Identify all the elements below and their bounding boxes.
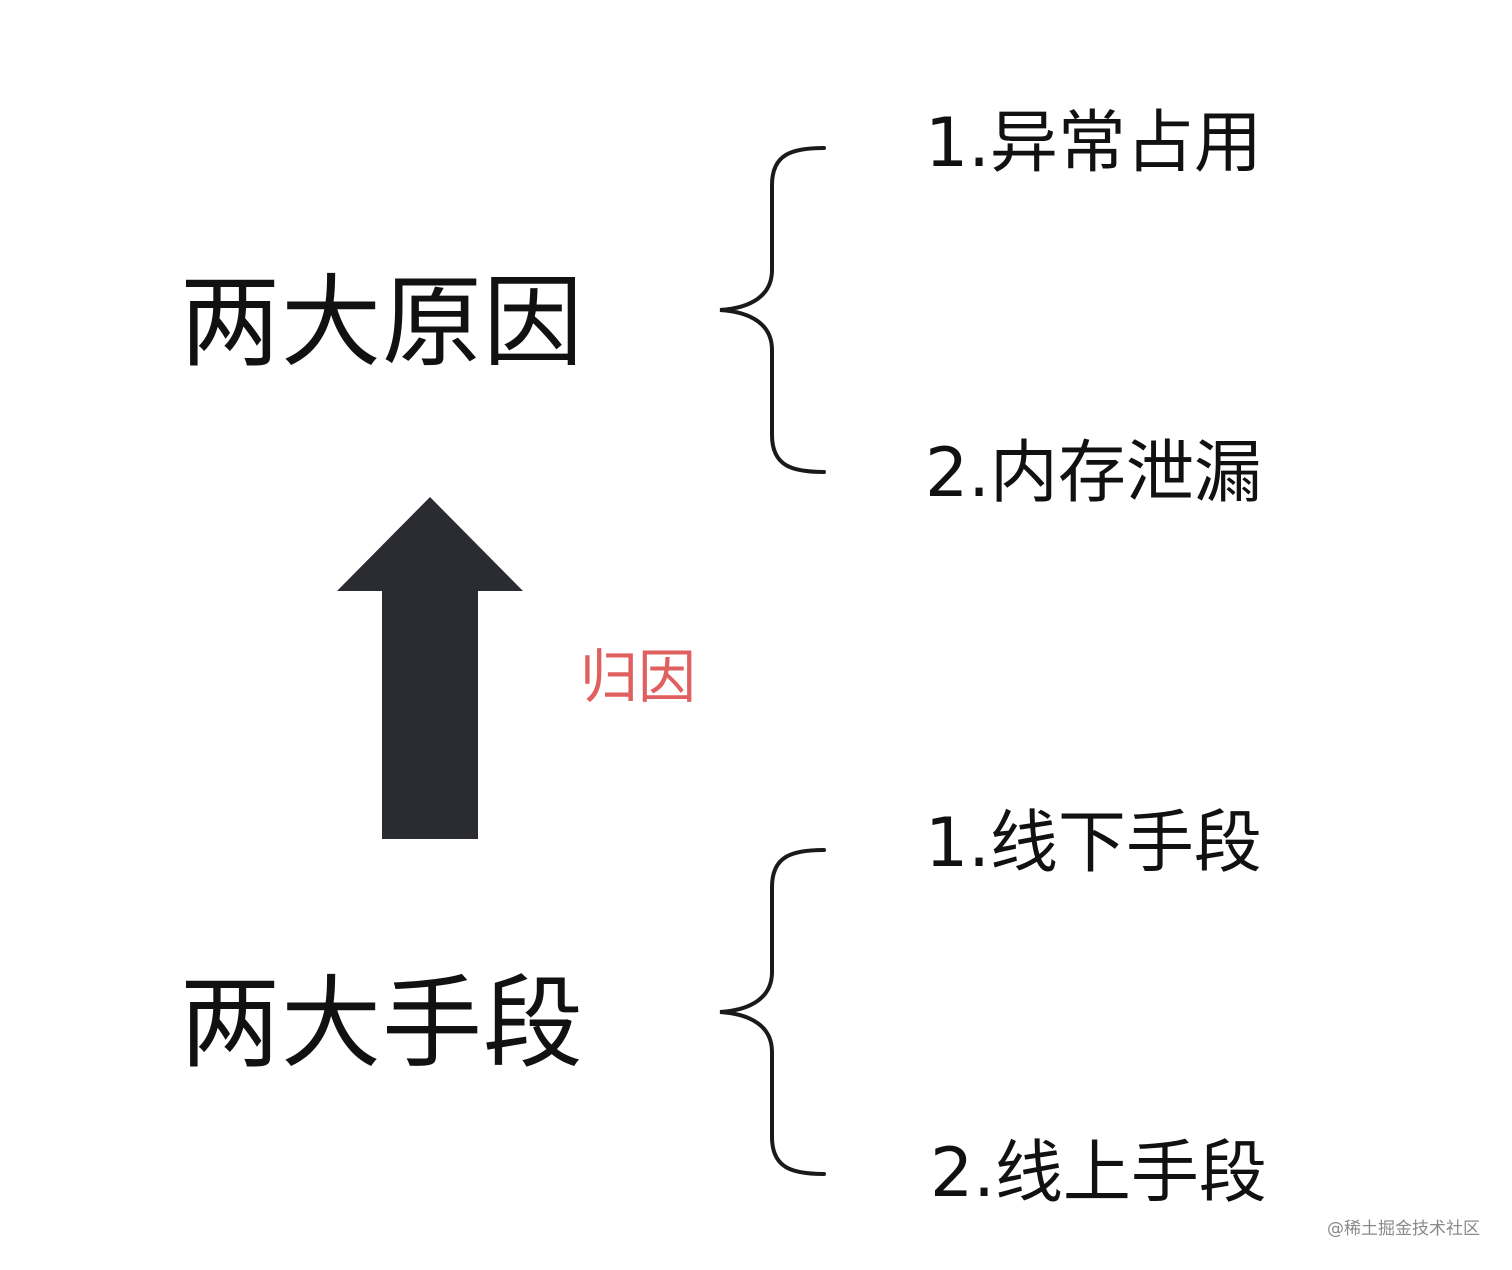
- top-brace: [719, 146, 826, 474]
- top-item-1: 1.异常占用: [925, 104, 1262, 183]
- bottom-item-2: 2.线上手段: [930, 1134, 1267, 1213]
- bottom-item-1: 1.线下手段: [925, 804, 1262, 883]
- up-arrow-shape: [337, 497, 523, 839]
- bottom-brace: [719, 848, 826, 1176]
- top-item-2: 2.内存泄漏: [925, 434, 1262, 513]
- bottom-heading: 两大手段: [180, 965, 584, 1082]
- arrow-label: 归因: [580, 643, 697, 711]
- up-arrow-icon: [337, 497, 523, 839]
- top-heading: 两大原因: [180, 264, 584, 381]
- watermark: @稀土掘金技术社区: [1327, 1219, 1480, 1239]
